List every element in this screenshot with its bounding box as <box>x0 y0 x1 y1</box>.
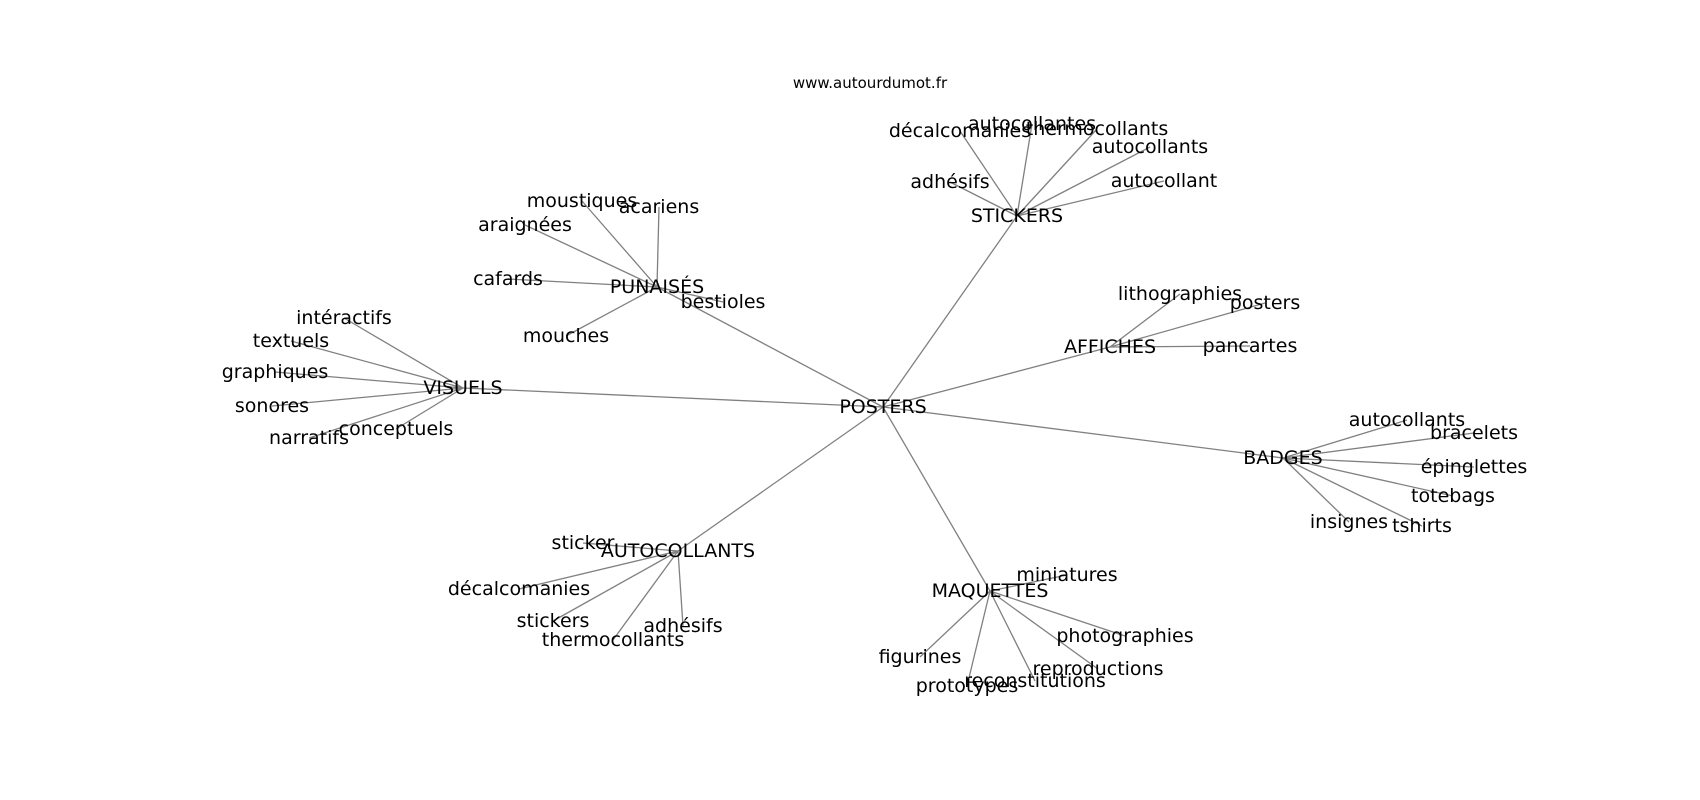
edge-autocollants-sticker <box>582 542 679 552</box>
leaf-node-punaises-moustiques: moustiques <box>527 190 638 212</box>
edge-maquettes-reconstitutions <box>989 590 1036 682</box>
leaf-node-visuels-graphiques: graphiques <box>222 361 329 383</box>
leaf-node-autocollants-adhesifs: adhésifs <box>643 615 722 637</box>
leaf-node-badges-totebags: totebags <box>1411 485 1495 507</box>
edge-badges-bracelets <box>1282 432 1475 459</box>
leaf-node-stickers-thermocollants: thermocollants <box>1026 118 1168 140</box>
edge-punaises-mouches <box>565 286 658 337</box>
leaf-node-punaises-araignees: araignées <box>478 214 572 236</box>
edge-stickers-decalcomanies <box>959 130 1018 217</box>
leaf-node-visuels-sonores: sonores <box>235 395 309 417</box>
edge-visuels-conceptuels <box>395 387 464 430</box>
edge-stickers-autocollants <box>1016 146 1151 217</box>
edge-autocollants-thermocollants <box>612 550 679 641</box>
leaf-node-visuels-narratifs: narratifs <box>269 427 349 449</box>
edge-autocollants-stickers <box>552 550 679 622</box>
edge-maquettes-prototypes <box>966 590 991 687</box>
leaf-node-badges-autocollants: autocollants <box>1349 409 1465 431</box>
leaf-node-affiches-posters: posters <box>1230 292 1300 314</box>
branch-node-maquettes: MAQUETTES <box>932 580 1049 602</box>
edge-root-punaises <box>656 286 884 408</box>
edge-badges-tshirts <box>1282 457 1423 527</box>
labels: www.autourdumot.fr STICKERS décalcomanies… <box>222 74 1528 697</box>
edge-badges-epinglettes <box>1282 457 1475 468</box>
branch-node-badges: BADGES <box>1243 447 1322 469</box>
leaf-node-maquettes-prototypes: prototypes <box>916 675 1019 697</box>
leaf-node-stickers-autocollants: autocollants <box>1092 136 1208 158</box>
edge-maquettes-reproductions <box>989 590 1099 670</box>
edge-root-maquettes <box>882 406 991 592</box>
leaf-node-visuels-conceptuels: conceptuels <box>339 418 454 440</box>
edge-affiches-lithographies <box>1109 293 1181 348</box>
branch-node-affiches: AFFICHES <box>1064 336 1156 358</box>
leaf-node-autocollants-sticker: sticker <box>552 532 615 554</box>
source-caption: www.autourdumot.fr <box>793 74 948 92</box>
leaf-node-badges-tshirts: tshirts <box>1392 515 1452 537</box>
edge-badges-totebags <box>1282 457 1454 497</box>
edge-visuels-graphiques <box>274 371 464 389</box>
branch-node-autocollants: AUTOCOLLANTS <box>601 540 755 562</box>
edge-maquettes-miniatures <box>989 574 1068 592</box>
edge-affiches-posters <box>1109 302 1266 348</box>
edge-root-affiches <box>882 346 1111 408</box>
leaf-node-badges-insignes: insignes <box>1310 511 1388 533</box>
edge-stickers-autocollantes <box>1016 123 1033 217</box>
leaf-node-stickers-decalcomanies: décalcomanies <box>889 120 1031 142</box>
leaf-node-badges-epinglettes: épinglettes <box>1421 456 1528 478</box>
edge-punaises-bestioles <box>656 286 724 303</box>
edge-affiches-pancartes <box>1109 345 1251 348</box>
edge-visuels-textuels <box>290 340 464 389</box>
edge-punaises-acariens <box>656 206 660 288</box>
leaf-node-punaises-mouches: mouches <box>523 325 609 347</box>
branch-node-punaises: PUNAISÉS <box>610 275 704 298</box>
leaf-node-stickers-adhesifs: adhésifs <box>910 171 989 193</box>
root-node-posters: POSTERS <box>839 396 926 418</box>
edge-punaises-cafards <box>507 278 658 288</box>
leaf-node-autocollants-thermocollants: thermocollants <box>542 629 684 651</box>
edge-autocollants-decalcomanies <box>518 550 679 590</box>
edge-punaises-araignees <box>524 224 658 288</box>
edges <box>271 123 1475 687</box>
edge-maquettes-figurines <box>919 590 991 658</box>
leaf-node-maquettes-reproductions: reproductions <box>1032 658 1163 680</box>
leaf-node-maquettes-miniatures: miniatures <box>1016 564 1117 586</box>
leaf-node-autocollants-stickers: stickers <box>517 610 590 632</box>
edge-root-stickers <box>882 215 1018 408</box>
leaf-node-punaises-acariens: acariens <box>619 196 699 218</box>
edge-stickers-adhesifs <box>949 181 1018 217</box>
branch-node-stickers: STICKERS <box>971 205 1063 227</box>
leaf-node-badges-bracelets: bracelets <box>1430 422 1518 444</box>
leaf-node-autocollants-decalcomanies: décalcomanies <box>448 578 590 600</box>
edge-root-visuels <box>462 387 884 408</box>
leaf-node-maquettes-figurines: figurines <box>879 646 962 668</box>
leaf-node-visuels-textuels: textuels <box>253 330 329 352</box>
leaf-node-affiches-lithographies: lithographies <box>1118 283 1242 305</box>
edge-stickers-thermocollants <box>1016 128 1098 217</box>
branch-node-visuels: VISUELS <box>423 377 502 399</box>
edge-visuels-interactifs <box>343 317 464 389</box>
leaf-node-stickers-autocollant: autocollant <box>1111 170 1218 192</box>
leaf-node-punaises-bestioles: bestioles <box>681 291 766 313</box>
edge-badges-insignes <box>1282 457 1350 523</box>
leaf-node-visuels-interactifs: intéractifs <box>296 307 392 329</box>
leaf-node-maquettes-photographies: photographies <box>1056 625 1193 647</box>
edge-stickers-autocollant <box>1016 180 1165 217</box>
leaf-node-affiches-pancartes: pancartes <box>1203 335 1298 357</box>
leaf-node-stickers-autocollantes: autocollantes <box>968 113 1096 135</box>
edge-root-autocollants <box>677 406 884 552</box>
edge-root-badges <box>882 406 1284 459</box>
edge-visuels-narratifs <box>308 387 464 439</box>
leaf-node-punaises-cafards: cafards <box>473 268 543 290</box>
edge-autocollants-adhesifs <box>677 550 684 627</box>
edge-visuels-sonores <box>271 387 464 407</box>
edge-punaises-moustiques <box>581 200 658 288</box>
edge-maquettes-photographies <box>989 590 1126 637</box>
edge-badges-autocollants <box>1282 419 1408 459</box>
leaf-node-maquettes-reconstitutions: reconstitutions <box>964 670 1106 692</box>
